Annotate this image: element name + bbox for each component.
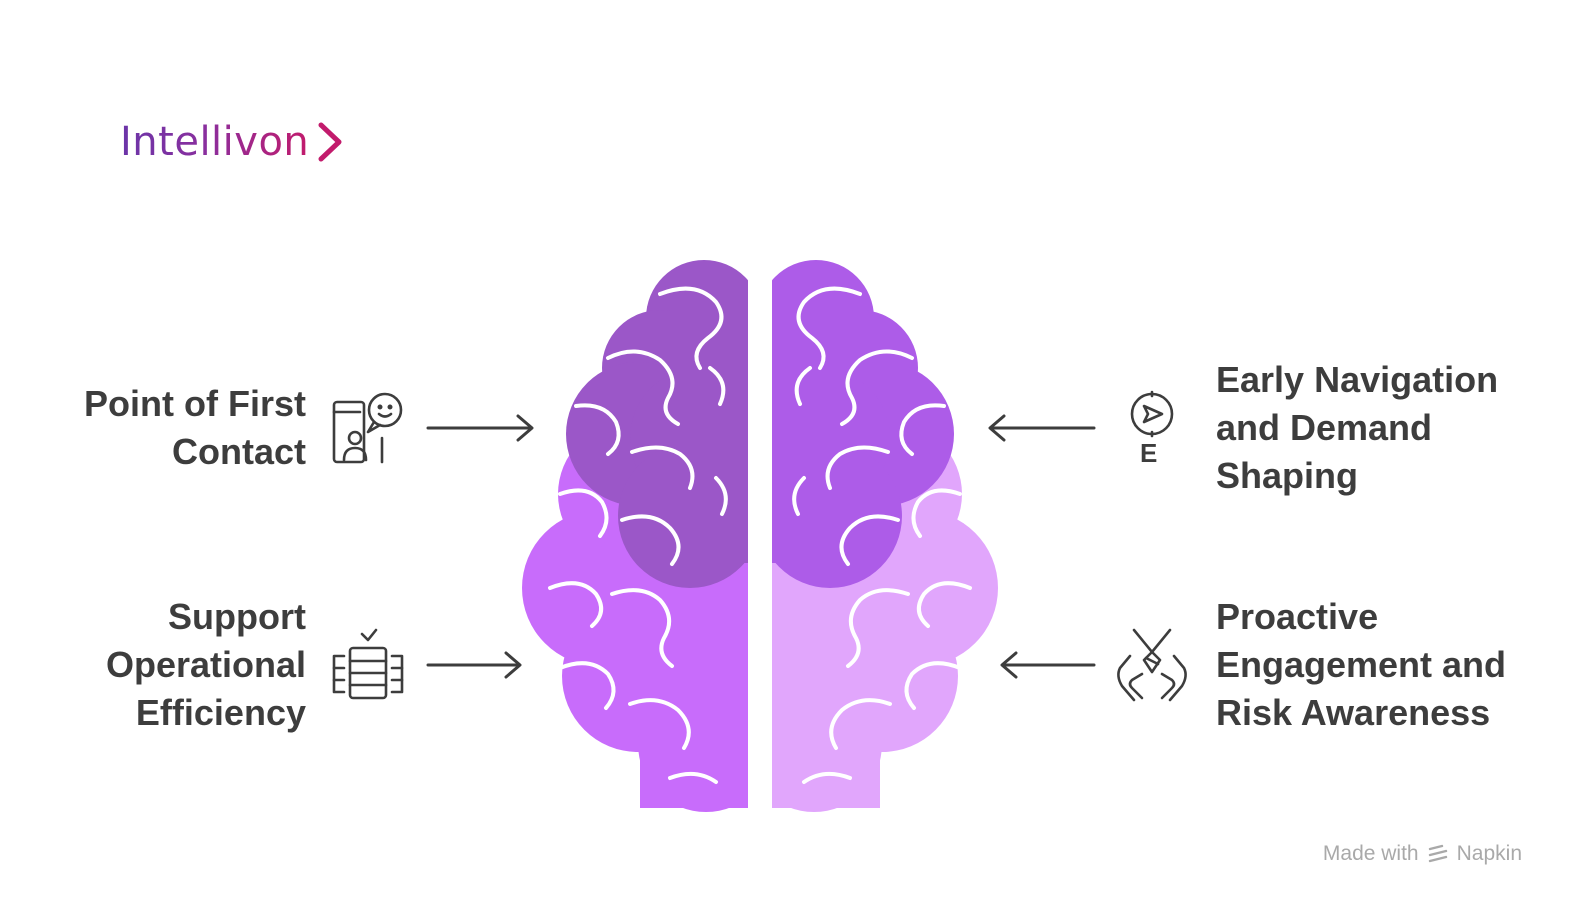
label-first-contact: Point of First Contact [84,380,306,476]
chevron-right-icon [318,122,342,162]
label-line: Shaping [1216,455,1358,496]
label-line: and Demand [1216,407,1433,448]
chat-person-icon [332,392,403,464]
brain-left-upper-lobe [566,260,748,588]
credit-prefix: Made with [1322,842,1419,865]
server-check-icon [332,628,404,700]
brain-illustration [522,260,998,812]
compass-letter: E [1140,438,1158,468]
label-line: Efficiency [135,692,306,733]
label-line: Risk Awareness [1216,692,1491,733]
arrow-left-icon [1000,651,1096,679]
label-operational: Support Operational Efficiency [106,593,306,737]
label-line: Early Navigation [1216,359,1499,400]
label-line: Proactive [1216,596,1379,637]
compass-icon [1130,390,1174,438]
brand-name: Intellivon [120,119,310,165]
made-with-credit: Made with Napkin [1323,842,1522,866]
label-line: Support [168,596,306,637]
arrow-right-icon [426,414,534,442]
label-line: Engagement and [1216,644,1507,685]
brand-logo: Intellivon [120,114,345,170]
label-line: Point of First [84,383,306,424]
brain-right-upper-lobe [772,260,954,588]
label-line: Contact [172,431,306,472]
label-line: Operational [105,644,306,685]
label-engagement: Proactive Engagement and Risk Awareness [1216,593,1506,737]
napkin-logo-icon [1428,844,1447,863]
credit-brand: Napkin [1456,842,1522,865]
label-navigation: Early Navigation and Demand Shaping [1216,356,1498,500]
arrow-left-icon [988,414,1096,442]
hands-gem-icon [1117,628,1187,702]
arrow-right-icon [426,651,522,679]
